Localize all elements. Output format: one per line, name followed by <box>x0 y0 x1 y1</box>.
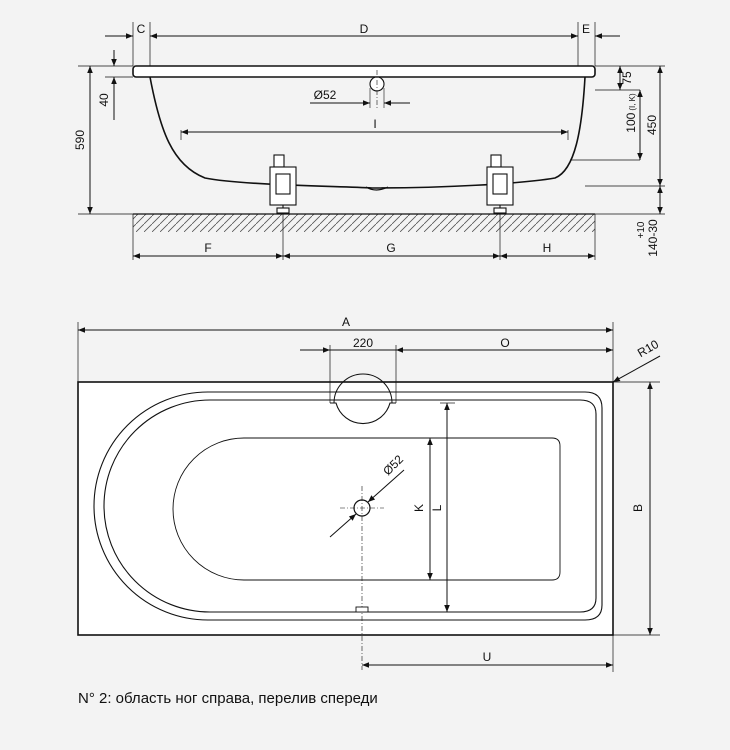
left-leg <box>269 154 297 214</box>
label-100: 100(I, K) <box>624 93 638 133</box>
bathtub-rim-inner <box>93 391 603 621</box>
label-i: I <box>373 117 376 131</box>
label-k: K <box>412 504 426 512</box>
bathtub-outline <box>77 381 614 636</box>
label-f: F <box>204 241 211 255</box>
drain-bump <box>365 186 389 191</box>
dim-line-diam-top <box>367 469 405 503</box>
label-o: O <box>500 336 509 350</box>
label-g: G <box>386 241 395 255</box>
bathtub-floor <box>172 437 561 581</box>
floor-hatch <box>133 214 595 232</box>
bathtub-rim <box>132 65 596 78</box>
label-a: A <box>342 315 350 329</box>
bathtub-rim-inner-2 <box>103 399 597 613</box>
label-d: D <box>360 22 369 36</box>
label-40: 40 <box>97 93 111 107</box>
r10-leader <box>612 355 661 383</box>
side-view-labels: C D E 590 40 75 100(I, K) 450 +10 140-30… <box>73 22 660 257</box>
front-marker <box>355 606 369 613</box>
right-leg <box>486 154 514 214</box>
bathtub-body <box>149 76 586 189</box>
label-e: E <box>582 22 590 36</box>
label-220: 220 <box>353 336 373 350</box>
label-450: 450 <box>645 115 659 135</box>
label-590: 590 <box>73 130 87 150</box>
label-75: 75 <box>620 71 634 85</box>
label-b: B <box>631 504 645 512</box>
top-view <box>77 322 661 672</box>
drawing-caption: N° 2: область ног справа, перелив сперед… <box>78 690 378 707</box>
label-r10: R10 <box>635 337 661 360</box>
label-u: U <box>483 650 492 664</box>
label-l: L <box>430 504 444 511</box>
label-c: C <box>137 22 146 36</box>
side-view <box>78 22 665 260</box>
label-floor-top: +10 <box>636 221 647 238</box>
label-floor-bottom: 140-30 <box>646 219 660 257</box>
label-h: H <box>543 241 552 255</box>
overflow-top <box>330 402 396 425</box>
label-diam-side: Ø52 <box>314 88 337 102</box>
